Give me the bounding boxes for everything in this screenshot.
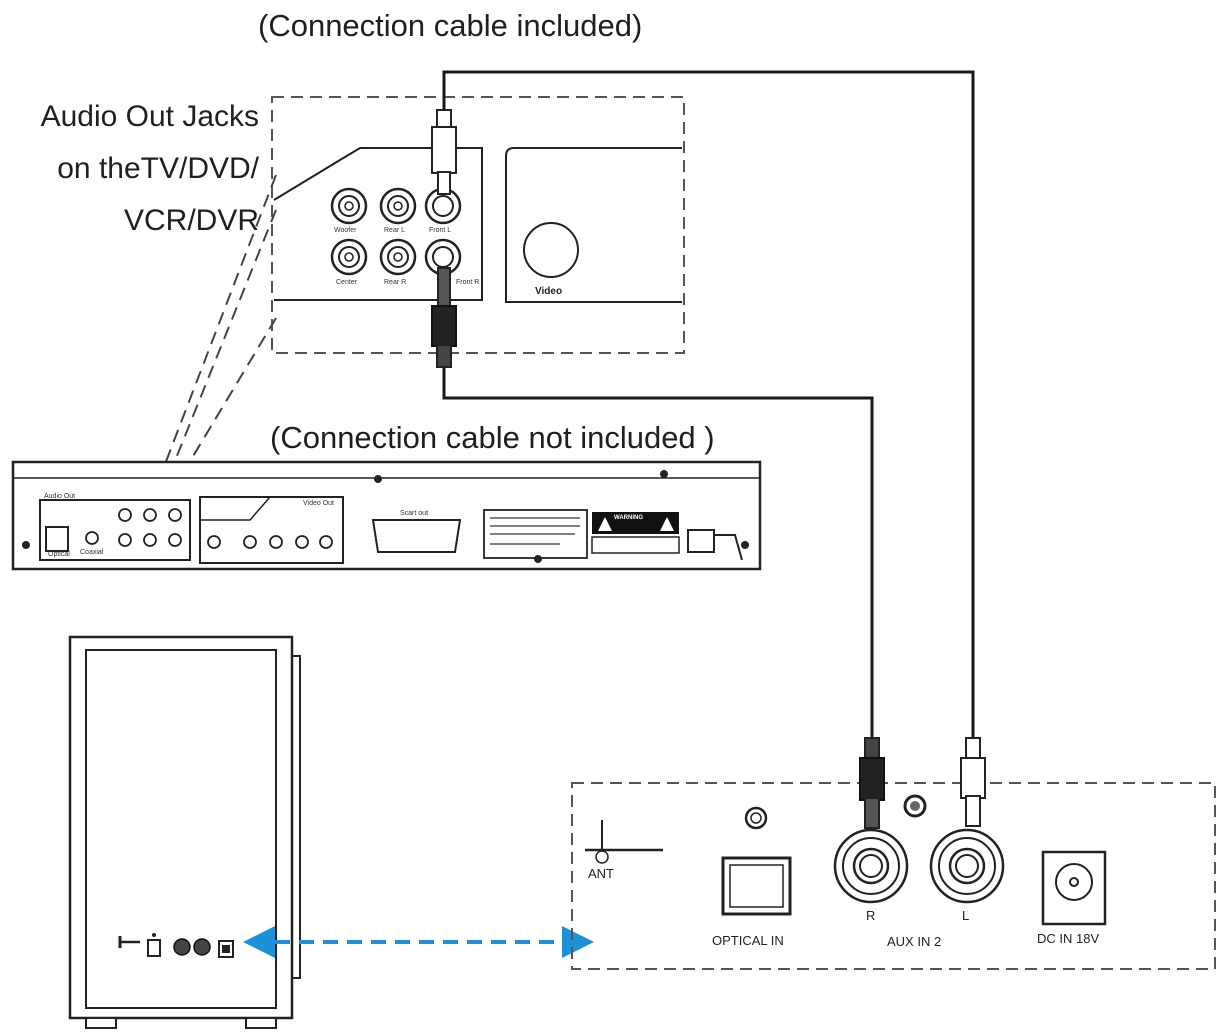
- panel-label-coaxial: Coaxial: [80, 549, 104, 556]
- panel-label-optical: Optical: [48, 551, 70, 558]
- jack-label-woofer: Woofer: [334, 227, 357, 234]
- cable-plug-l-bottom: [960, 737, 986, 827]
- label-ant: ANT: [588, 866, 614, 881]
- label-optical-in: OPTICAL IN: [712, 933, 784, 948]
- aux-in-r-jack: [833, 828, 909, 904]
- jack-label-rear-r: Rear R: [384, 279, 407, 286]
- jack-label-center: Center: [336, 279, 358, 286]
- antenna-icon: [585, 820, 663, 864]
- panel-label-warning: WARNING: [614, 515, 643, 521]
- cable-left-channel: [442, 70, 975, 738]
- label-aux-in-2: AUX IN 2: [887, 934, 942, 949]
- receiver-rear-panel: [571, 782, 1216, 970]
- panel-label-video-out: Video Out: [303, 500, 335, 507]
- wireless-link-arrow: [243, 926, 594, 958]
- panel-label-audio-out: Audio Out: [44, 493, 76, 500]
- jack-label-rear-l: Rear L: [384, 227, 406, 234]
- video-jack-large: [523, 222, 579, 278]
- optical-out-port: [45, 526, 69, 552]
- jack-label-front-r: Front R: [456, 279, 480, 286]
- cable-plug-right-top: [431, 267, 457, 368]
- caption-cable-not-included: (Connection cable not included ): [270, 420, 715, 455]
- source-label-line1: Audio Out Jacks: [40, 100, 259, 133]
- label-aux-l: L: [962, 908, 970, 923]
- subwoofer: [68, 635, 301, 1029]
- jack-label-front-l: Front L: [429, 227, 452, 234]
- rca-jack-center: [330, 238, 368, 276]
- aux-in-l-jack: [929, 828, 1005, 904]
- jack-label-video: Video: [535, 286, 563, 297]
- label-aux-r: R: [866, 908, 876, 923]
- rca-jack-rear-l: [379, 187, 417, 225]
- panel-label-scart-out: Scart out: [400, 510, 429, 517]
- cable-plug-r-bottom: [859, 737, 885, 829]
- rca-jack-woofer: [330, 187, 368, 225]
- rca-jack-rear-r: [379, 238, 417, 276]
- source-label-line2: on theTV/DVD/: [57, 152, 259, 185]
- cable-plug-left-top: [431, 109, 457, 195]
- optical-in-port: [721, 856, 792, 916]
- dc-in-port: [1041, 850, 1107, 926]
- dvd-player-rear-panel: [11, 460, 762, 571]
- jack-detail-box: [271, 96, 685, 354]
- cable-right-channel: [442, 367, 874, 738]
- caption-cable-included: (Connection cable included): [258, 8, 643, 43]
- label-dc-in: DC IN 18V: [1037, 931, 1100, 946]
- source-label-line3: VCR/DVR: [123, 204, 259, 237]
- scart-connector: [371, 519, 462, 553]
